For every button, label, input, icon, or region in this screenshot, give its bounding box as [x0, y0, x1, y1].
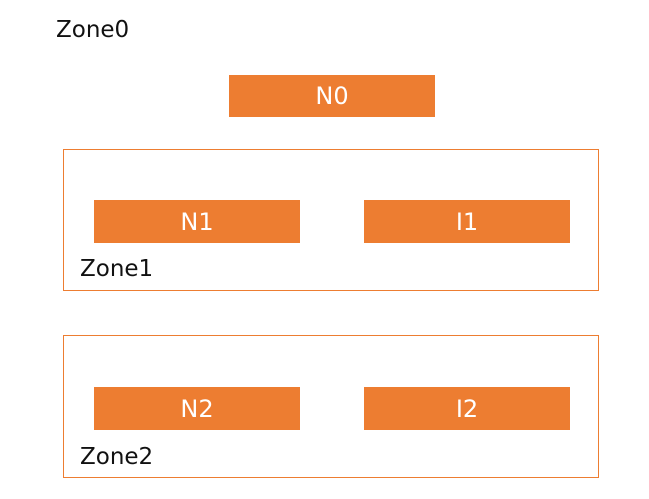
- node-i2[interactable]: I2: [364, 387, 570, 430]
- node-n0[interactable]: N0: [229, 75, 435, 117]
- node-i1[interactable]: I1: [364, 200, 570, 243]
- zone2-label: Zone2: [80, 444, 154, 470]
- node-n1[interactable]: N1: [94, 200, 300, 243]
- zone0-label: Zone0: [56, 17, 130, 43]
- zone1-label: Zone1: [80, 256, 154, 282]
- node-n2[interactable]: N2: [94, 387, 300, 430]
